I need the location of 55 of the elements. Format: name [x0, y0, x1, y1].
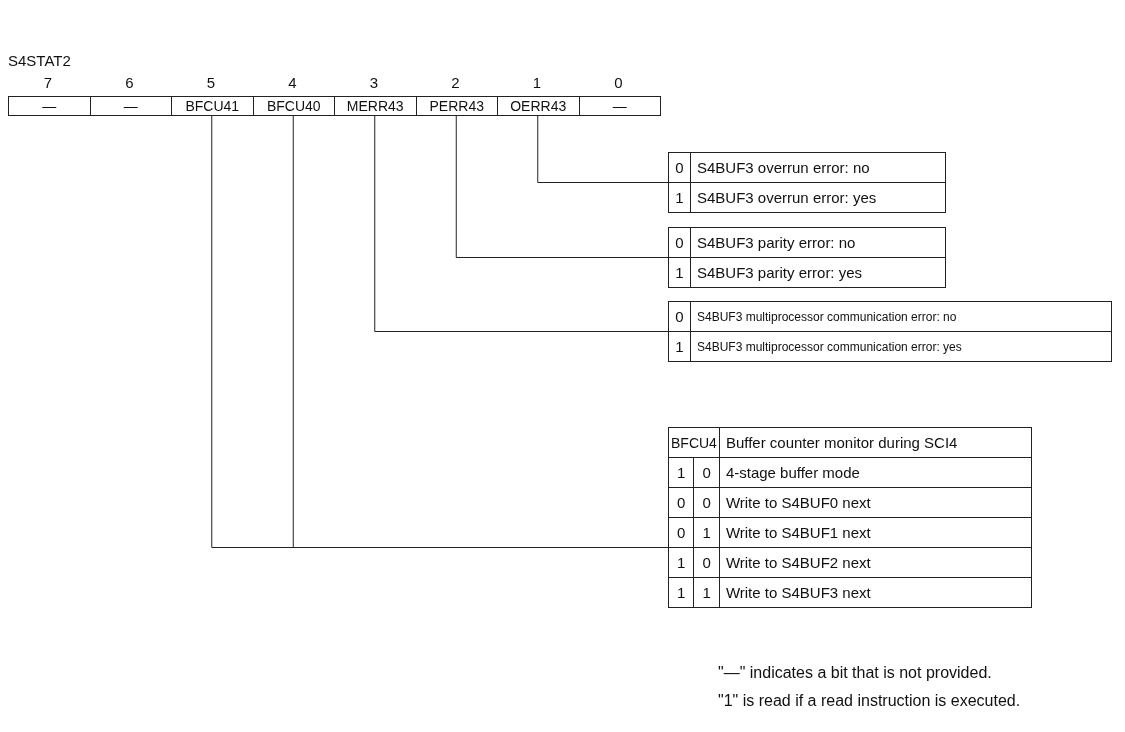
value-description: S4BUF3 overrun error: no: [690, 152, 946, 183]
bit-field: BFCU41: [171, 96, 254, 116]
leader-line: [374, 115, 669, 332]
bit-number: 4: [288, 74, 297, 91]
bit-value: 0: [668, 152, 691, 183]
value-description: Write to S4BUF2 next: [719, 547, 1032, 578]
bit-field: OERR43: [497, 96, 580, 116]
bit-value: 0: [668, 227, 691, 258]
bit-number: 0: [614, 74, 623, 91]
bit-value: 1: [668, 257, 691, 288]
bit-value: 0: [693, 487, 720, 518]
bit-field: —: [578, 96, 661, 116]
value-description: S4BUF3 parity error: no: [690, 227, 946, 258]
bit-value: 1: [693, 517, 720, 548]
bit-value: 1: [668, 331, 691, 362]
bit-value: 1: [668, 577, 694, 608]
bit-value: 0: [668, 517, 694, 548]
bit-number: 7: [43, 74, 53, 91]
bit-value: 1: [668, 547, 694, 578]
bit-field: BFCU40: [252, 96, 335, 116]
bit-number: 3: [369, 74, 379, 91]
note: "—" indicates a bit that is not provided.: [718, 664, 992, 682]
value-description: S4BUF3 parity error: yes: [690, 257, 946, 288]
value-description: S4BUF3 multiprocessor communication error: yes: [690, 331, 1112, 362]
bit-number: 2: [451, 74, 460, 91]
value-table: [668, 152, 946, 213]
note: "1" is read if a read instruction is executed.: [718, 692, 1021, 710]
bit-value: 0: [693, 457, 720, 488]
value-description: S4BUF3 overrun error: yes: [690, 182, 946, 213]
bit-number: 5: [206, 74, 216, 91]
leader-line: [455, 115, 669, 258]
value-table: [668, 227, 946, 288]
value-table: [668, 301, 1112, 362]
bit-field: —: [89, 96, 172, 116]
bit-number: 6: [125, 74, 134, 91]
bit-field: PERR43: [415, 96, 498, 116]
bit-value: 1: [668, 457, 694, 488]
value-description: Write to S4BUF3 next: [719, 577, 1032, 608]
bit-value: 1: [668, 182, 691, 213]
bit-value: 1: [693, 577, 720, 608]
bit-number: 1: [532, 74, 542, 91]
value-description: Write to S4BUF1 next: [719, 517, 1032, 548]
bit-field: —: [8, 96, 91, 116]
bit-value: 0: [668, 487, 694, 518]
bit-value: 0: [693, 547, 720, 578]
bit-field: MERR43: [334, 96, 417, 116]
value-description: 4-stage buffer mode: [719, 457, 1032, 488]
field-name: BFCU4: [668, 427, 720, 458]
leader-line: [537, 115, 669, 183]
value-table: [668, 427, 1032, 608]
register-name: S4STAT2: [8, 52, 71, 69]
value-description: Write to S4BUF0 next: [719, 487, 1032, 518]
value-description: S4BUF3 multiprocessor communication error: no: [690, 301, 1112, 332]
bit-value: 0: [668, 301, 691, 332]
value-description: Buffer counter monitor during SCI4: [719, 427, 1032, 458]
